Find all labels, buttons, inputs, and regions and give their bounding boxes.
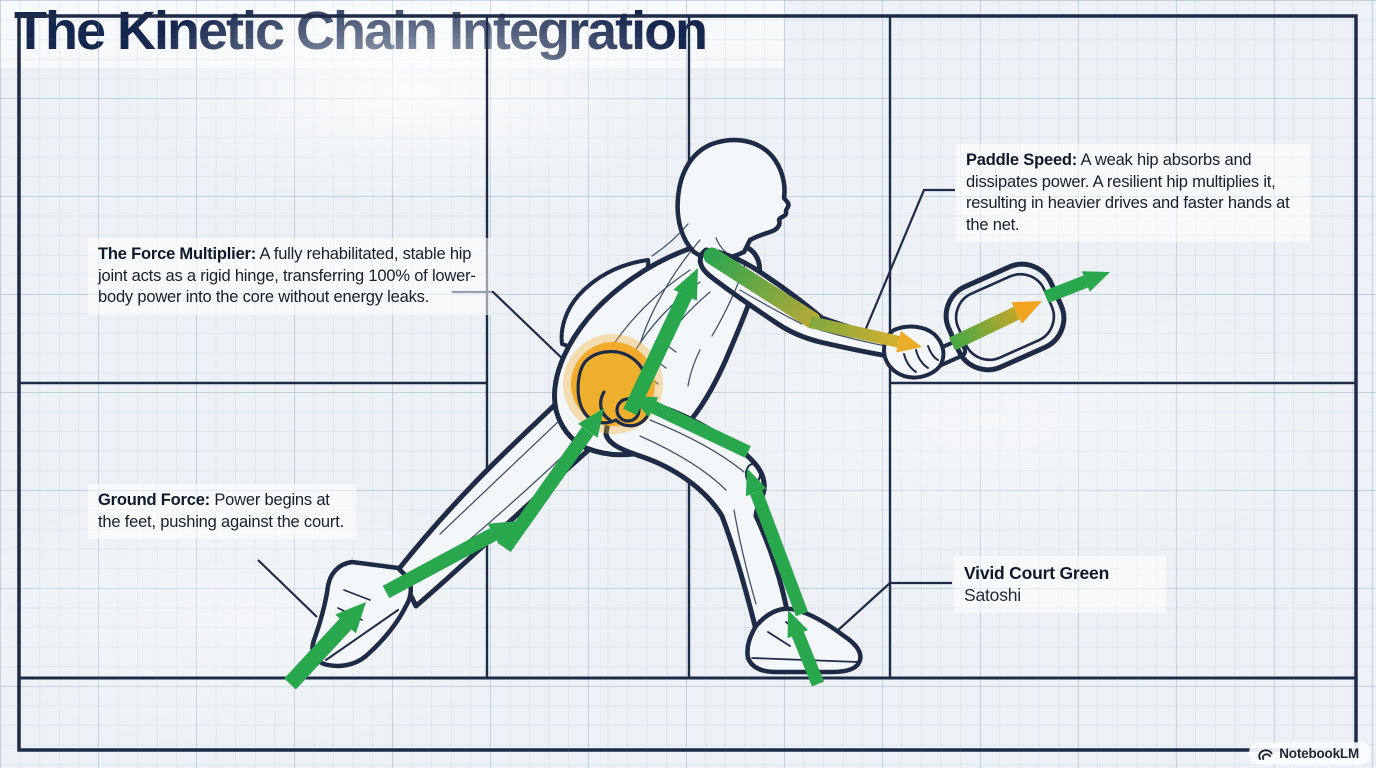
- front-thigh-arrow: [650, 401, 751, 458]
- callout-connectors: [257, 188, 955, 633]
- callout-paddle-lead: Paddle Speed:: [966, 151, 1078, 169]
- head: [675, 137, 791, 261]
- callout-ground-lead: Ground Force:: [98, 491, 210, 509]
- callout-design-spec: Vivid Court Green Satoshi: [954, 556, 1166, 613]
- callout-paddle-body: A weak hip absorbs and dissipates power.…: [966, 151, 1290, 234]
- ball-flight-arrow: [1043, 275, 1089, 304]
- rear-shin-arrow: [382, 528, 497, 599]
- ball-flight-arrow-head: [1081, 271, 1110, 292]
- torso-arrow: [623, 291, 692, 416]
- front-shin-arrow-head: [745, 468, 767, 497]
- rear-shin-arrow-head: [487, 521, 518, 545]
- rear-thigh-arrow-head: [578, 408, 604, 438]
- font-spec-name: Satoshi: [964, 585, 1021, 606]
- notebooklm-swirl-icon: [1258, 748, 1273, 760]
- frame-border: [17, 14, 1358, 752]
- upper-arm-band: [703, 247, 821, 329]
- paddle-arrow-head: [1011, 301, 1042, 324]
- callout-force-lead: The Force Multiplier:: [98, 245, 257, 263]
- paddle-arrow: [948, 306, 1020, 351]
- torso-arrow-head: [673, 268, 698, 301]
- callout-force-multiplier: The Force Multiplier: A fully rehabilita…: [88, 238, 492, 315]
- callout-ground-force: Ground Force: Power begins at the feet, …: [88, 484, 356, 540]
- color-swatch-name: Vivid Court Green: [964, 563, 1110, 583]
- callout-paddle-speed: Paddle Speed: A weak hip absorbs and dis…: [956, 144, 1310, 243]
- paddle-speed-connector: [860, 188, 955, 339]
- force-flow-arrows: [284, 247, 1110, 690]
- ground-to-heel-arrow-head: [335, 602, 366, 634]
- front-shin-arrow: [750, 490, 809, 617]
- callout-force-body: A fully rehabilitated, stable hip joint …: [98, 245, 476, 307]
- callout-ground-body: Power begins at the feet, pushing agains…: [98, 491, 344, 531]
- ground-to-heel-arrow: [284, 618, 352, 690]
- front-foot-arrow: [791, 631, 825, 687]
- front-foot-arrow-head: [787, 610, 808, 639]
- rear-thigh-arrow: [499, 426, 594, 553]
- forearm-arrow: [808, 316, 900, 348]
- forearm-arrow-head: [896, 331, 922, 353]
- swatch-connector: [835, 581, 952, 633]
- ground-force-connector: [257, 559, 318, 618]
- watermark-label: NotebookLM: [1279, 746, 1359, 761]
- notebooklm-watermark: NotebookLM: [1250, 743, 1369, 764]
